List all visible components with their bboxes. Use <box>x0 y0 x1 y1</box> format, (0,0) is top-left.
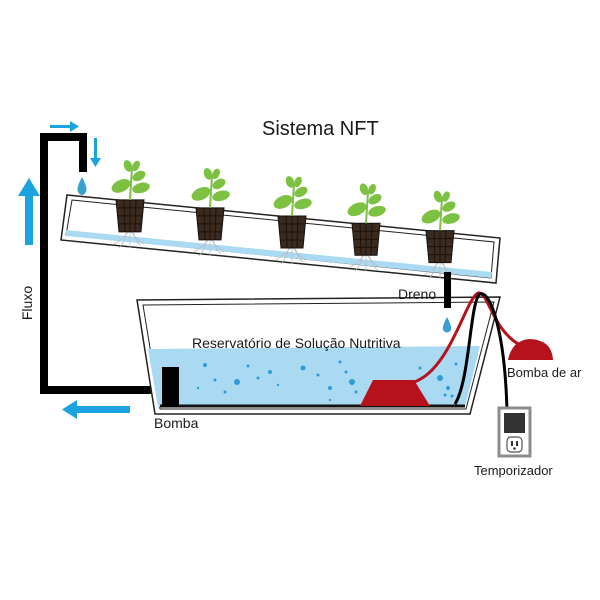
nutrient-solution <box>148 346 480 407</box>
bubble <box>338 360 342 364</box>
bubble <box>276 383 280 387</box>
bubble <box>316 373 320 377</box>
timer-device <box>497 406 532 458</box>
bubble <box>328 398 332 402</box>
bubble <box>300 365 306 371</box>
flow-up-arrow <box>18 178 40 245</box>
reservoir <box>136 296 501 415</box>
bubble <box>246 364 250 368</box>
bubble <box>256 376 260 380</box>
drip-icon <box>77 177 87 195</box>
timer-label: Temporizador <box>474 463 553 478</box>
drain-label: Dreno <box>398 286 437 302</box>
bubble <box>213 378 217 382</box>
bubble <box>450 394 454 398</box>
channel-water <box>66 230 492 278</box>
plant <box>347 183 386 272</box>
drain-drip-icon <box>442 317 452 333</box>
bubble <box>203 363 207 367</box>
pump-label: Bomba <box>154 415 199 431</box>
air-hose <box>413 291 521 384</box>
reservoir-label: Reservatório de Solução Nutritiva <box>192 335 401 351</box>
bubble <box>454 362 458 366</box>
bubble <box>437 375 443 381</box>
drain-pipe <box>444 272 451 308</box>
bubble <box>354 390 358 394</box>
flow-down-arrow <box>90 138 101 167</box>
bubble <box>344 370 348 374</box>
flow-label: Fluxo <box>19 285 35 321</box>
bubble <box>328 386 332 390</box>
bubble <box>349 379 355 385</box>
plant <box>421 190 460 279</box>
air-bubbles <box>196 360 458 402</box>
bubble <box>443 393 447 397</box>
plant <box>273 176 312 265</box>
bubble <box>268 370 272 374</box>
bubble <box>446 386 450 390</box>
bubble <box>234 379 240 385</box>
water-pump <box>162 367 179 407</box>
bubble <box>223 390 227 394</box>
plant <box>191 168 230 257</box>
flow-left-arrow <box>62 400 130 419</box>
bubble <box>418 366 422 370</box>
plant <box>111 160 150 249</box>
air-stone <box>360 380 430 406</box>
air-pump-label: Bomba de ar <box>507 365 582 380</box>
power-cable <box>453 292 509 413</box>
flow-right-arrow <box>50 121 79 132</box>
diagram-title: Sistema NFT <box>262 118 379 140</box>
supply-pipe <box>40 133 168 394</box>
air-pump <box>508 339 553 360</box>
bubble <box>196 386 200 390</box>
